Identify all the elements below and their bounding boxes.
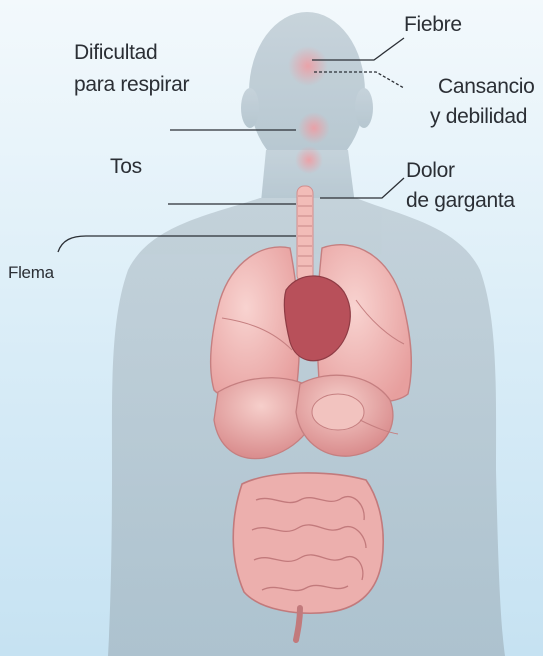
label-dolor-line1: Dolor [406, 156, 455, 186]
label-fiebre: Fiebre [404, 10, 462, 40]
trachea [297, 186, 313, 282]
label-flema: Flema [8, 258, 54, 288]
label-cansancio-line1: Cansancio [438, 72, 535, 102]
label-tos: Tos [110, 152, 142, 182]
label-dificultad-line2: para respirar [74, 70, 189, 100]
label-cansancio-line2: y debilidad [430, 102, 527, 132]
label-dolor-line2: de garganta [406, 186, 515, 216]
label-dificultad-line1: Dificultad [74, 38, 157, 68]
